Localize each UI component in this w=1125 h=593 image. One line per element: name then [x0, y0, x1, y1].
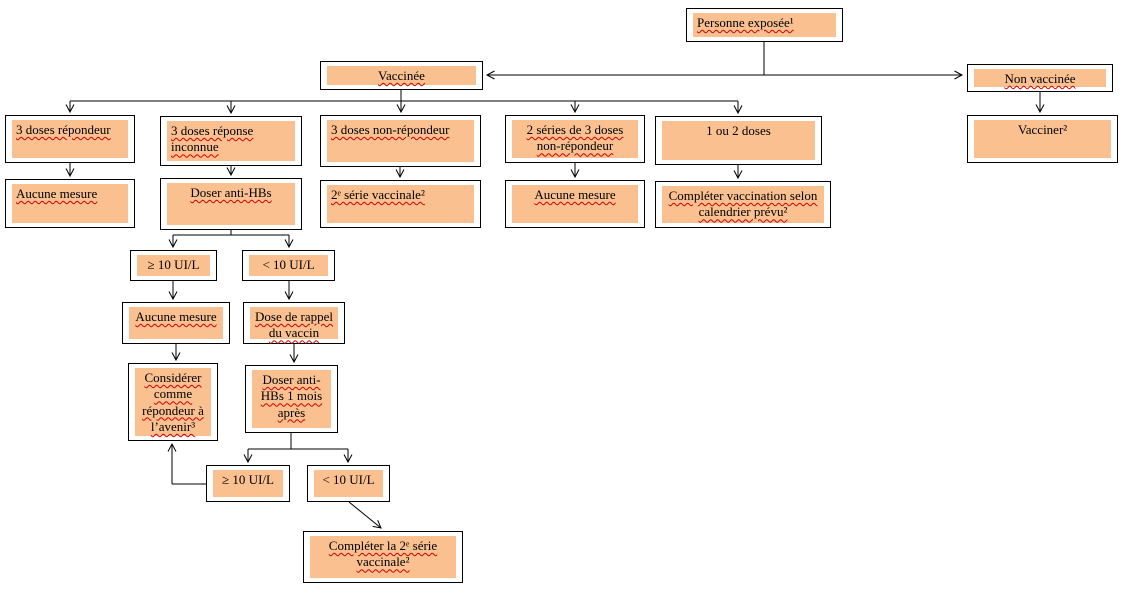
node-label: 3 doses réponse inconnue [171, 123, 254, 155]
highlight-fill: Compléter la 2ᵉ série vaccinale² [310, 536, 456, 578]
node-3-doses-repondeur: 3 doses répondeur [5, 115, 135, 163]
node-lt-10-uil-1: < 10 UI/L [242, 250, 335, 281]
highlight-fill: 3 doses réponse inconnue [167, 121, 295, 161]
highlight-fill: Dose de rappel du vaccin [250, 307, 338, 341]
highlight-fill: Doser anti-HBs 1 mois après [252, 370, 331, 428]
node-label: 1 ou 2 doses [706, 123, 771, 138]
node-1-ou-2-doses: 1 ou 2 doses [655, 116, 822, 165]
node-label: Compléter vaccination selon calendrier p… [668, 188, 818, 220]
node-label: 2ᵉ série vaccinale² [331, 187, 425, 202]
node-label: Vaccinée [378, 68, 425, 83]
node-label: 3 doses non-répondeur [331, 122, 450, 137]
node-ge-10-uil-1: ≥ 10 UI/L [130, 250, 217, 281]
node-label: ≥ 10 UI/L [222, 472, 274, 487]
node-label: Vacciner² [1017, 122, 1068, 137]
node-label: Compléter la 2ᵉ série vaccinale² [328, 538, 438, 570]
node-label: ≥ 10 UI/L [147, 257, 200, 272]
node-2-series-non-repondeur: 2 séries de 3 doses non-répondeur [505, 115, 645, 163]
node-label: Aucune mesure [16, 186, 98, 201]
node-label: Doser anti-HBs [190, 185, 272, 200]
node-non-vaccinee: Non vaccinée [967, 64, 1113, 92]
highlight-fill: 3 doses répondeur [12, 120, 128, 158]
node-label: < 10 UI/L [322, 472, 375, 487]
node-label: Aucune mesure [534, 187, 616, 202]
highlight-fill: Aucune mesure [12, 184, 128, 223]
highlight-fill: Aucune mesure [129, 307, 223, 339]
node-considerer-repondeur: Considérer comme répondeur à l’avenir³ [128, 363, 218, 441]
node-vacciner: Vacciner² [967, 115, 1118, 163]
node-completer-vaccination: Compléter vaccination selon calendrier p… [655, 181, 831, 228]
node-label: Doser anti-HBs 1 mois après [260, 372, 323, 420]
node-2e-serie-vaccinale: 2ᵉ série vaccinale² [320, 180, 481, 228]
node-3-doses-non-repondeur: 3 doses non-répondeur [320, 115, 481, 167]
node-3-doses-reponse-inconnue: 3 doses réponse inconnue [160, 116, 302, 166]
highlight-fill: Considérer comme répondeur à l’avenir³ [135, 368, 211, 436]
highlight-fill: ≥ 10 UI/L [213, 470, 283, 497]
node-vaccinee: Vaccinée [320, 61, 483, 90]
node-label: Aucune mesure [135, 309, 217, 324]
highlight-fill: < 10 UI/L [314, 470, 383, 497]
node-aucune-mesure-1: Aucune mesure [5, 179, 135, 228]
node-label: 2 séries de 3 doses non-répondeur [526, 122, 624, 154]
node-ge-10-uil-2: ≥ 10 UI/L [206, 465, 290, 502]
node-personne-exposee: Personne exposée¹ [686, 8, 843, 42]
node-completer-2e-serie: Compléter la 2ᵉ série vaccinale² [303, 531, 463, 583]
highlight-fill: < 10 UI/L [249, 255, 328, 276]
node-label: Non vaccinée [1004, 71, 1076, 86]
node-label: Dose de rappel du vaccin [255, 309, 333, 341]
node-lt-10-uil-2: < 10 UI/L [307, 465, 390, 502]
highlight-fill: 2 séries de 3 doses non-répondeur [512, 120, 638, 158]
node-doser-anti-hbs-1-mois: Doser anti-HBs 1 mois après [245, 365, 338, 433]
node-aucune-mesure-3: Aucune mesure [122, 302, 230, 344]
highlight-fill: Aucune mesure [512, 185, 638, 223]
node-label: Considérer comme répondeur à l’avenir³ [142, 370, 204, 434]
node-label: Personne exposée¹ [697, 15, 794, 30]
node-doser-anti-hbs: Doser anti-HBs [160, 178, 302, 230]
node-aucune-mesure-2: Aucune mesure [505, 180, 645, 228]
highlight-fill: Vaccinée [327, 66, 476, 85]
node-dose-de-rappel: Dose de rappel du vaccin [243, 302, 345, 344]
highlight-fill: ≥ 10 UI/L [137, 255, 210, 276]
highlight-fill: Compléter vaccination selon calendrier p… [662, 186, 824, 223]
highlight-fill: Vacciner² [974, 120, 1111, 158]
highlight-fill: 2ᵉ série vaccinale² [327, 185, 474, 223]
highlight-fill: 3 doses non-répondeur [327, 120, 474, 162]
highlight-fill: Non vaccinée [974, 69, 1106, 87]
node-label: < 10 UI/L [262, 257, 315, 272]
highlight-fill: 1 ou 2 doses [662, 121, 815, 160]
highlight-fill: Personne exposée¹ [693, 13, 836, 37]
node-label: 3 doses répondeur [16, 122, 111, 137]
highlight-fill: Doser anti-HBs [167, 183, 295, 225]
